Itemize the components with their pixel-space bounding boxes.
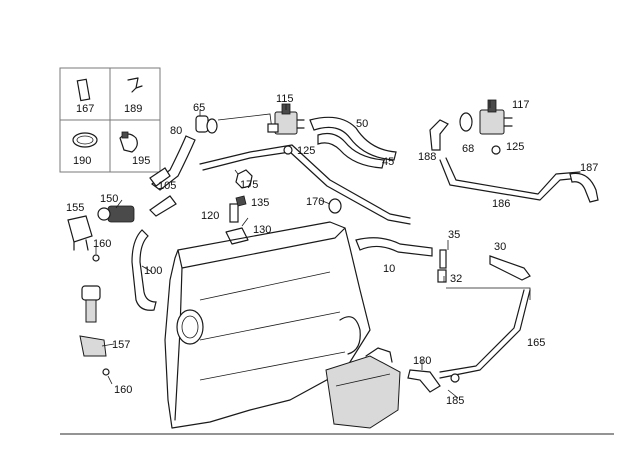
hose-188-drawing xyxy=(429,119,449,151)
part-label-135: 135 xyxy=(251,197,269,209)
part-label-65: 65 xyxy=(193,102,205,114)
coolant-reservoir-drawing xyxy=(325,347,401,429)
part-label-68: 68 xyxy=(462,143,474,155)
hose-155-drawing xyxy=(67,215,100,262)
part-label-155: 155 xyxy=(66,202,84,214)
part-label-157: 157 xyxy=(112,339,130,351)
hose-30-drawing xyxy=(489,255,531,281)
inset-grid xyxy=(59,67,161,173)
part-label-180: 180 xyxy=(413,355,431,367)
part-label-125-left: 125 xyxy=(297,145,315,157)
valve-117-drawing xyxy=(479,99,513,155)
part-label-80: 80 xyxy=(170,125,182,137)
housing-157-drawing xyxy=(79,285,110,376)
hose-10-drawing xyxy=(355,237,433,257)
part-label-117: 117 xyxy=(512,99,530,111)
hose-50-45-drawing xyxy=(309,116,397,169)
part-label-125-right: 125 xyxy=(506,141,524,153)
part-label-105: 105 xyxy=(158,180,176,192)
part-label-160-top: 160 xyxy=(93,238,111,250)
fitting-175-drawing xyxy=(235,169,253,189)
coolant-pipe-drawing xyxy=(195,113,411,225)
part-label-165: 165 xyxy=(527,337,545,349)
part-label-10: 10 xyxy=(383,263,395,275)
hose-100-drawing xyxy=(131,229,157,311)
part-label-186: 186 xyxy=(492,198,510,210)
pipe-186-drawing xyxy=(439,157,599,203)
part-label-167: 167 xyxy=(76,103,94,115)
part-label-130: 130 xyxy=(253,224,271,236)
hose-clamp-195-drawing xyxy=(119,131,138,153)
part-label-190: 190 xyxy=(73,155,91,167)
hose-80-105-drawing xyxy=(149,135,196,217)
tee-35-32-drawing xyxy=(437,249,531,300)
pump-150-drawing xyxy=(97,205,135,223)
part-label-32: 32 xyxy=(450,273,462,285)
part-label-45: 45 xyxy=(382,156,394,168)
clip-68-drawing xyxy=(459,112,473,132)
hose-clamp-190-drawing xyxy=(72,132,98,148)
part-label-100: 100 xyxy=(144,265,162,277)
bracket-130-drawing xyxy=(225,227,249,245)
clip-170-drawing xyxy=(328,198,342,214)
pipe-165-drawing xyxy=(439,289,531,379)
part-label-188: 188 xyxy=(418,151,436,163)
part-label-170: 170 xyxy=(306,196,324,208)
leader-lines xyxy=(95,100,491,399)
part-label-35: 35 xyxy=(448,229,460,241)
part-label-115: 115 xyxy=(276,93,294,105)
hose-piece-167-drawing xyxy=(76,78,91,102)
part-label-195: 195 xyxy=(132,155,150,167)
part-label-160-bottom: 160 xyxy=(114,384,132,396)
part-label-120: 120 xyxy=(201,210,219,222)
part-label-175: 175 xyxy=(240,179,258,191)
part-label-189: 189 xyxy=(124,103,142,115)
part-label-30: 30 xyxy=(494,241,506,253)
part-label-150: 150 xyxy=(100,193,118,205)
part-label-185: 185 xyxy=(446,395,464,407)
clip-189-drawing xyxy=(127,77,143,93)
hose-180-185-drawing xyxy=(407,369,460,393)
fitting-135-120-drawing xyxy=(229,195,247,223)
part-label-50: 50 xyxy=(356,118,368,130)
part-label-187: 187 xyxy=(580,162,598,174)
engine-block-drawing xyxy=(164,221,371,429)
